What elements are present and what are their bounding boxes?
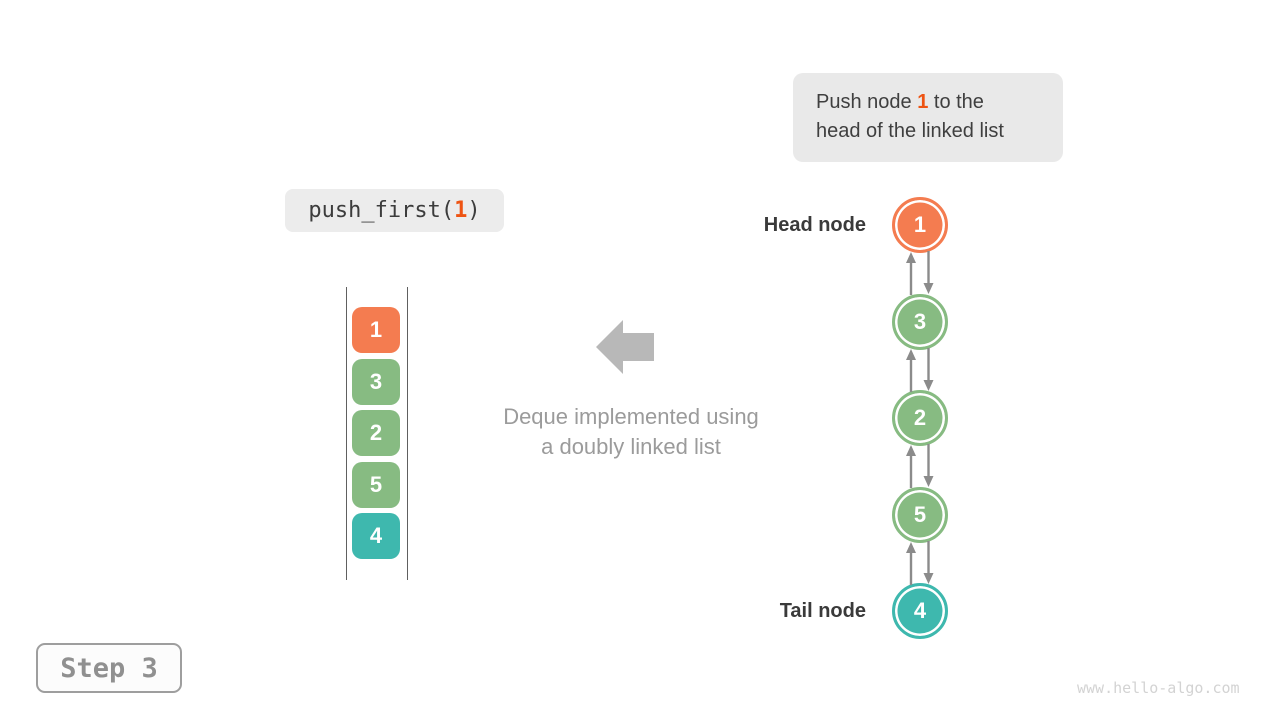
deque-item: 2 xyxy=(352,410,400,456)
list-node: 1 xyxy=(892,197,948,253)
down-arrow-icon xyxy=(923,444,934,487)
double-arrow-connector xyxy=(906,540,934,585)
annotation-line1-post: to the xyxy=(928,91,984,113)
list-node: 3 xyxy=(892,293,948,350)
code-call-label: push_first(1) xyxy=(285,189,504,232)
code-pre: push_first( xyxy=(308,198,455,223)
double-arrow-connector xyxy=(906,347,934,392)
deque-item: 3 xyxy=(352,359,400,405)
left-block-arrow-icon xyxy=(596,320,654,374)
deque-track xyxy=(346,287,408,580)
deque-item: 1 xyxy=(352,307,400,353)
caption-line2: a doubly linked list xyxy=(541,433,721,459)
code-post: ) xyxy=(467,198,481,223)
list-node: 2 xyxy=(892,390,948,446)
up-arrow-icon xyxy=(906,541,916,585)
caption-line1: Deque implemented using xyxy=(503,404,759,429)
deque-item: 4 xyxy=(352,513,400,559)
annotation-node-value: 1 xyxy=(917,91,929,113)
list-node: 5 xyxy=(892,486,948,543)
watermark: www.hello-algo.com xyxy=(1077,679,1240,697)
up-arrow-icon xyxy=(906,445,916,488)
annotation-box: Push node 1 to the head of the linked li… xyxy=(793,73,1063,162)
annotation-line1-pre: Push node xyxy=(816,91,918,113)
step-label: Step 3 xyxy=(60,652,158,684)
annotation-line2: head of the linked list xyxy=(816,120,1004,142)
deque-item: 5 xyxy=(352,462,400,508)
head-node-label: Head node xyxy=(763,214,866,236)
caption: Deque implemented using a doubly linked … xyxy=(451,402,811,461)
tail-node-label: Tail node xyxy=(779,600,866,622)
down-arrow-icon xyxy=(923,251,934,294)
step-badge: Step 3 xyxy=(36,643,182,693)
down-arrow-icon xyxy=(923,347,934,391)
code-arg: 1 xyxy=(454,198,468,223)
up-arrow-icon xyxy=(906,348,916,392)
double-arrow-connector xyxy=(906,251,934,295)
double-arrow-connector xyxy=(906,444,934,488)
up-arrow-icon xyxy=(906,252,916,295)
down-arrow-icon xyxy=(923,540,934,584)
list-node: 4 xyxy=(892,583,948,639)
